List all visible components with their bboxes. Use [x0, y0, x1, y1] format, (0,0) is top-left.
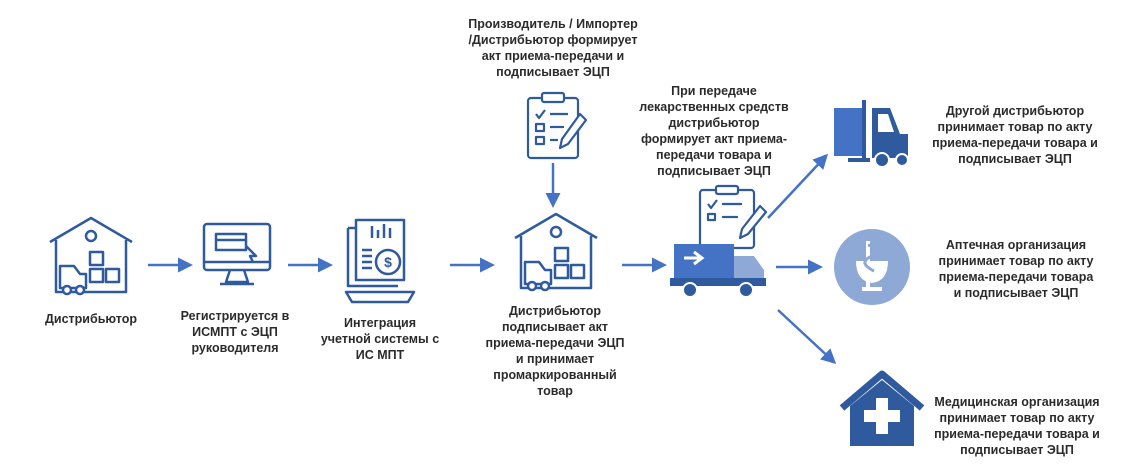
- label-line: Производитель / Импортер: [468, 17, 638, 31]
- arrow-transfer-to-medical: [777, 309, 837, 365]
- warehouse-icon: [49, 216, 133, 296]
- label-line: лекарственных средств: [639, 100, 789, 114]
- warehouse-icon: [514, 212, 598, 292]
- pharmacy-bowl-of-hygieia-icon: [834, 229, 910, 305]
- computer-monitor-icon: [202, 222, 272, 286]
- label-line: подписывает ЭЦП: [496, 65, 610, 79]
- label-line: руководителя: [191, 341, 279, 355]
- label-line: и принимает: [515, 352, 595, 366]
- label-line: Медицинская организация: [934, 395, 1100, 409]
- label-line: формирует акт приема-: [640, 132, 788, 146]
- label-manufacturer: Производитель / Импортер /Дистрибьютор ф…: [460, 16, 646, 80]
- label-line: товар: [537, 384, 573, 398]
- label-line: Дистрибьютор: [509, 304, 601, 318]
- medical-house-cross-icon: [839, 370, 925, 446]
- label-line: Интеграция: [343, 316, 417, 330]
- label-line: принимает товар по акту: [939, 411, 1095, 425]
- label-line: приема-передачи товара: [938, 270, 1094, 284]
- label-pharmacy: Аптечная организация принимает товар по …: [924, 237, 1108, 301]
- forklift-icon: [834, 100, 909, 168]
- label-line: приема-передачи ЭЦП: [485, 336, 625, 350]
- label-line: подписывает ЭЦП: [958, 152, 1072, 166]
- report-dollar-icon: $: [344, 218, 416, 304]
- label-line: При передаче: [671, 84, 757, 98]
- label-line: подписывает ЭЦП: [960, 443, 1074, 457]
- label-line: подписывает акт: [502, 320, 608, 334]
- arrow-transfer-to-other-distributor: [767, 153, 829, 219]
- label-medical: Медицинская организация принимает товар …: [922, 394, 1112, 458]
- label-integration: Интеграция учетной системы с ИС МПТ: [318, 315, 442, 363]
- label-line: передачи товара и: [656, 148, 772, 162]
- label-line: учетной системы с: [320, 332, 440, 346]
- label-line: Аптечная организация: [945, 238, 1087, 252]
- label-line: принимает товар по акту: [938, 254, 1094, 268]
- label-line: ИС МПТ: [355, 348, 405, 362]
- label-register: Регистрируется в ИСМПТ с ЭЦП руководител…: [170, 308, 300, 356]
- label-line: /Дистрибьютор формирует: [468, 33, 638, 47]
- label-line: Дистрибьютор: [45, 312, 137, 326]
- label-line: подписывает ЭЦП: [657, 164, 771, 178]
- label-line: приема-передачи товара и: [934, 427, 1100, 441]
- delivery-truck-checklist-icon: [670, 184, 768, 298]
- svg-text:$: $: [384, 254, 392, 270]
- checklist-clipboard-icon: [526, 91, 588, 160]
- label-distributor-sign: Дистрибьютор подписывает акт приема-пере…: [480, 303, 630, 399]
- arrows: [148, 153, 837, 365]
- label-line: акт приема-передачи и: [481, 49, 625, 63]
- label-line: Другой дистрибьютор: [945, 104, 1085, 118]
- label-other-distributor: Другой дистрибьютор принимает товар по а…: [922, 103, 1108, 167]
- label-line: и подписывает ЭЦП: [953, 286, 1079, 300]
- label-line: ИСМПТ с ЭЦП: [192, 325, 278, 339]
- label-line: промаркированный: [493, 368, 617, 382]
- label-line: приема-передачи товара и: [932, 136, 1098, 150]
- label-distributor: Дистрибьютор: [35, 311, 147, 327]
- label-line: принимает товар по акту: [937, 120, 1093, 134]
- label-line: дистрибьютор: [668, 116, 760, 130]
- label-line: Регистрируется в: [180, 309, 290, 323]
- label-transfer: При передаче лекарственных средств дистр…: [636, 83, 792, 179]
